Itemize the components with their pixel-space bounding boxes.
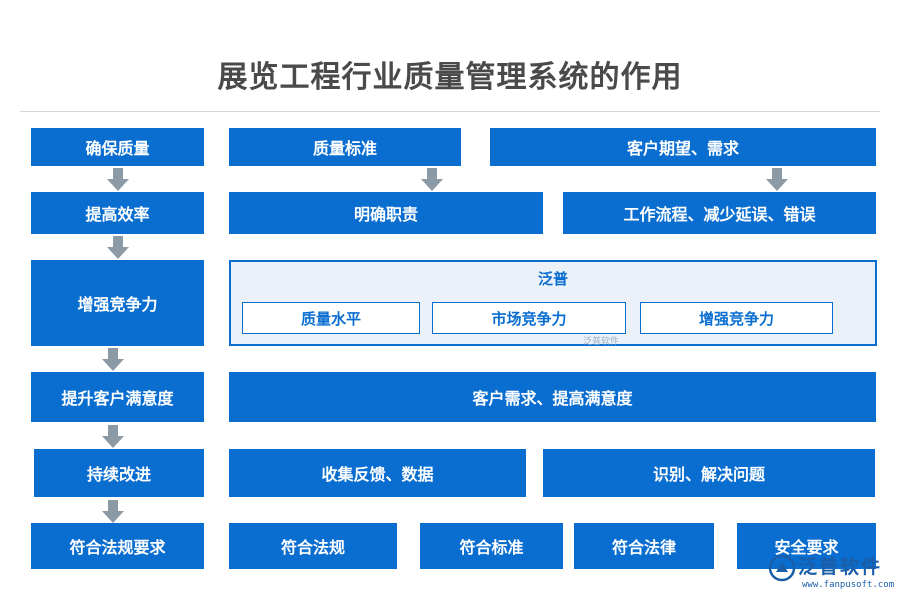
enhance-competitiveness-box: 增强竞争力 <box>640 302 833 334</box>
step-customer-satisfaction: 提升客户满意度 <box>31 372 204 422</box>
brand-watermark: 泛普软件 www.fanpusoft.com <box>768 552 895 598</box>
down-arrow-icon <box>107 168 129 192</box>
step-ensure-quality: 确保质量 <box>31 128 204 166</box>
title-divider <box>20 111 880 112</box>
brand-name: 泛普软件 <box>798 556 883 578</box>
market-competitiveness-box: 市场竞争力 <box>432 302 626 334</box>
comply-law-box: 符合法律 <box>574 523 714 569</box>
brand-logo-icon <box>768 554 796 582</box>
competitiveness-panel: 泛普 质量水平 市场竞争力 增强竞争力 泛普软件 <box>229 260 877 347</box>
collect-feedback-box: 收集反馈、数据 <box>229 449 526 497</box>
quality-level-box: 质量水平 <box>242 302 420 334</box>
comply-standards-box: 符合标准 <box>420 523 563 569</box>
safety-requirements-box: 安全要求 <box>737 523 876 569</box>
workflow-box: 工作流程、减少延误、错误 <box>563 192 876 234</box>
down-arrow-icon <box>102 348 124 372</box>
step-enhance-competitiveness: 增强竞争力 <box>31 260 204 346</box>
comply-regulations-box: 符合法规 <box>229 523 397 569</box>
identify-solve-box: 识别、解决问题 <box>543 449 875 497</box>
customer-needs-box: 客户需求、提高满意度 <box>229 372 876 422</box>
customer-expectation-box: 客户期望、需求 <box>490 128 876 166</box>
down-arrow-icon <box>766 168 788 192</box>
clear-responsibility-box: 明确职责 <box>229 192 543 234</box>
quality-standard-box: 质量标准 <box>229 128 461 166</box>
down-arrow-icon <box>421 168 443 192</box>
step-continuous-improvement: 持续改进 <box>34 449 204 497</box>
step-regulatory-compliance: 符合法规要求 <box>31 523 204 569</box>
down-arrow-icon <box>102 425 124 449</box>
brand-url: www.fanpusoft.com <box>802 580 895 590</box>
page-title: 展览工程行业质量管理系统的作用 <box>217 60 683 95</box>
panel-title: 泛普 <box>537 270 568 288</box>
down-arrow-icon <box>102 500 124 524</box>
down-arrow-icon <box>107 236 129 260</box>
step-improve-efficiency: 提高效率 <box>31 192 204 234</box>
watermark-small: 泛普软件 <box>583 337 620 347</box>
